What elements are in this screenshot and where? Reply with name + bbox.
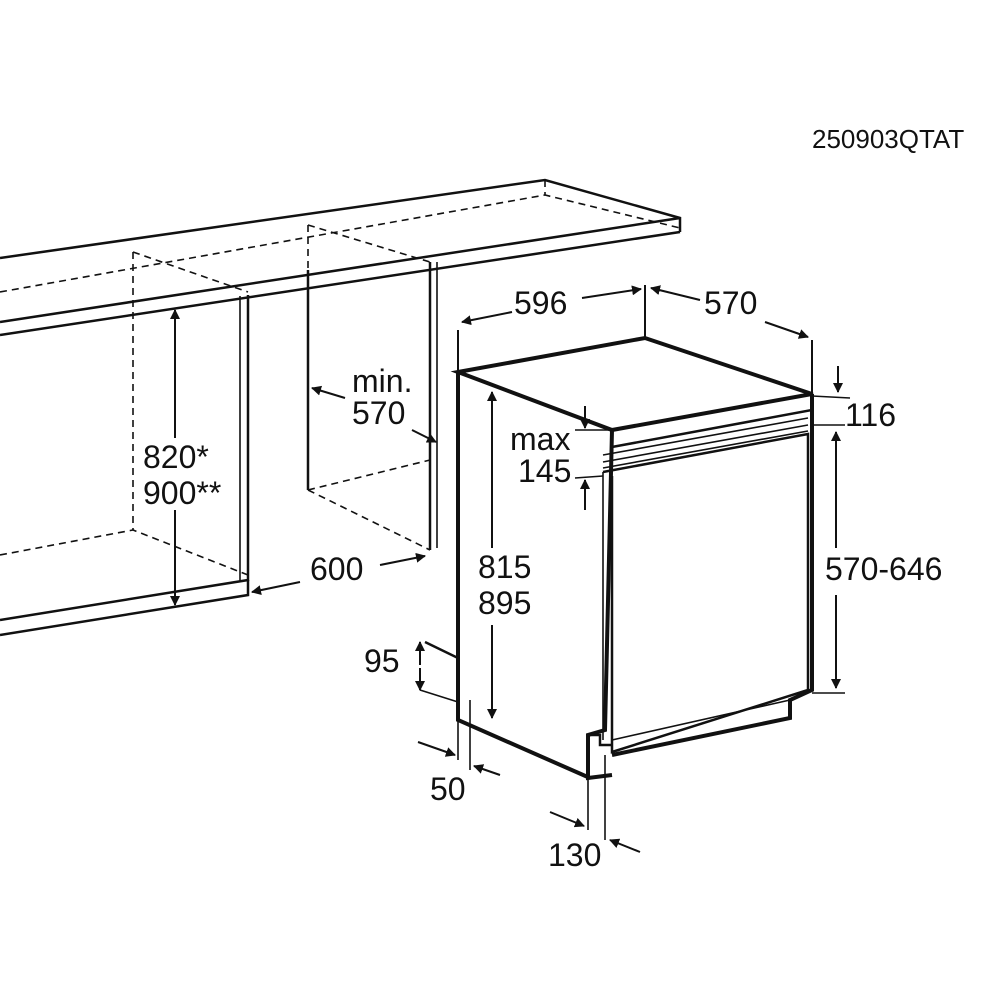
label-niche-h1: 820* — [143, 439, 209, 475]
dim-plinth-50 — [417, 741, 501, 776]
dim-niche-depth-600 — [247, 552, 426, 596]
label-appliance-h2: 895 — [478, 585, 531, 621]
dim-116 — [811, 366, 851, 399]
label-niche-depth: 600 — [310, 551, 363, 587]
label-plinth-h: 95 — [364, 643, 400, 679]
diagram-code: 250903QTAT — [812, 124, 964, 154]
left-cabinet — [0, 251, 250, 637]
dim-min-570 — [311, 385, 437, 443]
label-width: 596 — [514, 285, 567, 321]
dishwasher-body — [450, 335, 814, 781]
label-door-height: 570-646 — [825, 551, 942, 587]
label-min-value: 570 — [352, 395, 405, 431]
dim-width-596 — [457, 285, 646, 372]
label-appliance-h1: 815 — [478, 549, 531, 585]
label-depth: 570 — [704, 285, 757, 321]
dim-door-offset-130 — [549, 755, 641, 853]
label-door-offset: 130 — [548, 837, 601, 873]
dim-depth-570 — [650, 285, 813, 394]
label-min: min. — [352, 363, 412, 399]
dim-max-145 — [574, 406, 612, 510]
plinth-profile — [419, 640, 471, 770]
label-max-value: 145 — [518, 453, 571, 489]
dim-door-570-646 — [812, 424, 845, 694]
niche-cavity — [306, 224, 438, 551]
label-plinth-top: 116 — [845, 397, 896, 433]
label-niche-h2: 900** — [143, 475, 221, 511]
label-plinth-d: 50 — [430, 771, 466, 807]
countertop — [0, 178, 682, 337]
label-max: max — [510, 421, 570, 457]
